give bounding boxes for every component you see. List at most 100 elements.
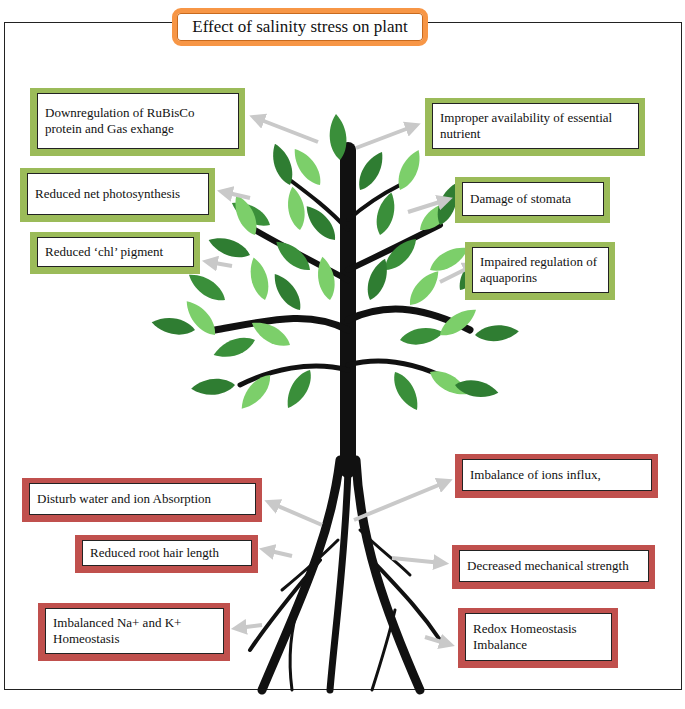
shoot-effect-box: Improper availability of essential nutri… [425, 98, 645, 156]
shoot-effect-box: Downregulation of RuBisCo protein and Ga… [30, 88, 245, 156]
box-text: Reduced root hair length [90, 545, 219, 561]
root [262, 460, 340, 690]
leaf [246, 255, 273, 302]
root-effect-box: Disturb water and ion Absorption [22, 478, 262, 522]
box-text-group: Impaired regulation of aquaporins [480, 254, 601, 286]
branch [215, 318, 348, 330]
box-inner: Reduced ‘chl’ pigment [37, 237, 194, 267]
leaf [190, 377, 235, 397]
box-text: Downregulation of RuBisCo protein and Ga… [45, 105, 231, 137]
root [330, 470, 348, 690]
arrow [408, 200, 446, 212]
leaf [393, 147, 426, 194]
leaf [372, 190, 399, 237]
box-text: Impaired regulation of aquaporins [480, 254, 601, 286]
box-text: Redox Homeostasis Imbalance [473, 621, 604, 653]
arrow [209, 262, 232, 266]
shoot-effect-box: Reduced ‘chl’ pigment [30, 232, 200, 274]
box-text: Imbalance of ions influx, [470, 467, 601, 483]
root-effect-box: Decreased mechanical strength [452, 545, 655, 589]
leaf [288, 144, 326, 189]
arrow [256, 118, 318, 142]
shoot-effect-box: Reduced net photosynthesis [20, 168, 215, 222]
box-text-group: Redox Homeostasis Imbalance [473, 621, 604, 653]
root-effect-box: Reduced root hair length [75, 535, 258, 573]
box-text: Improper availability of essential nutri… [440, 110, 631, 142]
leaf [248, 316, 294, 352]
box-text-group: Imbalanced Na+ and K+ Homeostasis [53, 615, 216, 647]
shoot-effect-box: Damage of stomata [455, 177, 610, 223]
outer-frame [5, 23, 682, 690]
leaf [388, 368, 424, 414]
root [282, 540, 338, 590]
box-text-group: Downregulation of RuBisCo protein and Ga… [45, 105, 231, 137]
title-box: Effect of salinity stress on plant [172, 8, 428, 46]
leaf [206, 233, 253, 263]
box-text-group: Disturb water and ion Absorption [37, 491, 211, 507]
box-text: Imbalanced Na+ and K+ Homeostasis [53, 615, 216, 647]
box-inner: Reduced net photosynthesis [27, 173, 209, 215]
box-text-group: Decreased mechanical strength [467, 558, 629, 574]
arrow [224, 192, 250, 198]
leaf [184, 268, 229, 306]
leaf [435, 303, 480, 341]
leaf [236, 370, 276, 414]
box-inner: Impaired regulation of aquaporins [472, 247, 609, 293]
leaf [399, 325, 445, 348]
box-text-group: Reduced net photosynthesis [35, 186, 180, 202]
box-inner: Imbalanced Na+ and K+ Homeostasis [45, 608, 224, 654]
box-inner: Decreased mechanical strength [459, 550, 649, 582]
trunk-stem [340, 150, 356, 470]
box-inner: Reduced root hair length [82, 540, 252, 566]
root [250, 560, 320, 650]
arrow [354, 482, 446, 520]
box-text-group: Reduced root hair length [90, 545, 219, 561]
arrow [266, 550, 292, 556]
box-text-group: Improper availability of essential nutri… [440, 110, 631, 142]
leaf [474, 323, 519, 343]
leaf [353, 148, 389, 194]
box-text-group: Imbalance of ions influx, [470, 467, 601, 483]
box-inner: Damage of stomata [462, 182, 604, 216]
leaf [454, 377, 500, 400]
leaf [285, 185, 308, 231]
box-text: Damage of stomata [470, 191, 571, 207]
box-text-group: Reduced ‘chl’ pigment [45, 244, 163, 260]
leaf [404, 266, 444, 310]
root [372, 610, 395, 690]
box-inner: Imbalance of ions influx, [462, 459, 652, 491]
root-effect-box: Redox Homeostasis Imbalance [458, 608, 618, 668]
arrow [425, 637, 448, 644]
leaf [150, 315, 196, 338]
box-inner: Downregulation of RuBisCo protein and Ga… [37, 93, 239, 149]
box-text: Decreased mechanical strength [467, 558, 629, 574]
arrow [238, 625, 262, 628]
leaf [268, 141, 298, 188]
leaf [301, 201, 341, 245]
root-effect-box: Imbalance of ions influx, [455, 454, 658, 498]
leaf [328, 113, 349, 160]
leaf [268, 269, 306, 314]
arrow [271, 503, 322, 525]
leaf [363, 256, 393, 303]
shoot-effect-box: Impaired regulation of aquaporins [465, 242, 615, 300]
leaf [211, 333, 258, 363]
arrow [392, 558, 442, 563]
arrow [356, 126, 414, 148]
root [360, 530, 410, 575]
box-text: Reduced ‘chl’ pigment [45, 244, 163, 260]
box-inner: Disturb water and ion Absorption [29, 483, 256, 515]
root-effect-box: Imbalanced Na+ and K+ Homeostasis [38, 603, 230, 661]
box-text: Disturb water and ion Absorption [37, 491, 211, 507]
diagram-title: Effect of salinity stress on plant [192, 17, 407, 37]
leaf [281, 366, 317, 412]
trunk [215, 150, 470, 470]
box-text: Reduced net photosynthesis [35, 186, 180, 202]
box-text-group: Damage of stomata [470, 191, 571, 207]
root [290, 600, 300, 690]
box-inner: Redox Homeostasis Imbalance [465, 613, 612, 661]
leaf [315, 255, 338, 301]
box-inner: Improper availability of essential nutri… [432, 103, 639, 149]
leaf [271, 236, 315, 276]
